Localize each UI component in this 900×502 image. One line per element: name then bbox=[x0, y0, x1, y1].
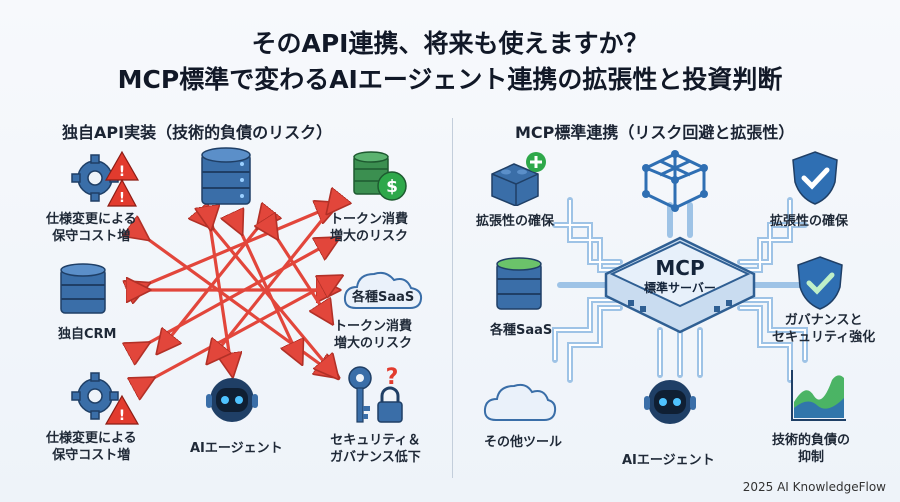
footer-credit: 2025 AI KnowledgeFlow bbox=[742, 480, 886, 494]
shield-check-icon bbox=[792, 151, 838, 205]
saas-cloud-icon bbox=[343, 271, 423, 309]
governance-shield-icon bbox=[797, 256, 843, 310]
trend-chart-icon bbox=[791, 370, 846, 421]
right-label-mid-right: ガバナンスとセキュリティ強化 bbox=[772, 313, 876, 345]
section-divider bbox=[452, 118, 453, 478]
left-label-bottom-center: AIエージェント bbox=[190, 441, 283, 456]
mcp-server-subtitle: 標準サーバー bbox=[644, 281, 716, 295]
gear-warning-icon-2: ! bbox=[71, 372, 140, 425]
title-line-2: MCP標準で変わるAIエージェント連携の拡張性と投資判断 bbox=[117, 65, 783, 94]
right-label-bottom-right: 技術的負債の抑制 bbox=[772, 433, 851, 465]
left-label-saas: 各種SaaS bbox=[352, 290, 415, 305]
svg-text:!: ! bbox=[119, 191, 125, 206]
mcp-server-chip bbox=[604, 236, 756, 334]
crm-database-icon bbox=[60, 263, 106, 314]
left-label-bottom-right: セキュリティ＆ガバナンス低下 bbox=[330, 433, 421, 465]
saas-database-icon bbox=[496, 257, 542, 310]
building-block-plus-icon bbox=[491, 152, 546, 206]
svg-text:?: ? bbox=[386, 365, 399, 390]
network-cube-icon bbox=[642, 150, 708, 212]
mcp-server-title: MCP bbox=[655, 256, 705, 280]
database-icon bbox=[201, 147, 251, 205]
cloud-icon bbox=[483, 383, 557, 421]
gear-warning-icon: ! ! bbox=[71, 150, 140, 207]
key-lock-icon: ? bbox=[348, 365, 403, 423]
svg-text:!: ! bbox=[119, 164, 125, 180]
left-label-mid-left: 独自CRM bbox=[58, 327, 117, 342]
title-line-1: そのAPI連携、将来も使えますか？ bbox=[251, 29, 649, 58]
left-label-bottom-left: 仕様変更による保守コスト増 bbox=[46, 431, 137, 463]
right-label-bottom-left: その他ツール bbox=[484, 435, 563, 450]
left-label-top-right: トークン消費増大のリスク bbox=[330, 212, 409, 244]
svg-text:!: ! bbox=[119, 408, 125, 424]
right-label-top-right: 拡張性の確保 bbox=[770, 214, 849, 229]
ai-agent-robot-icon-2 bbox=[644, 380, 696, 424]
left-label-mid-right: トークン消費増大のリスク bbox=[334, 319, 413, 351]
right-label-top-left: 拡張性の確保 bbox=[476, 214, 555, 229]
database-cost-icon: $ bbox=[353, 151, 407, 201]
left-heading: 独自API実装（技術的負債のリスク） bbox=[62, 123, 333, 142]
right-label-mid-left: 各種SaaS bbox=[490, 323, 553, 338]
right-label-bottom-center: AIエージェント bbox=[622, 453, 715, 468]
ai-agent-robot-icon bbox=[206, 378, 258, 422]
svg-text:$: $ bbox=[386, 177, 398, 197]
left-label-top-left: 仕様変更による保守コスト増 bbox=[46, 212, 137, 244]
right-heading: MCP標準連携（リスク回避と拡張性） bbox=[515, 123, 795, 142]
